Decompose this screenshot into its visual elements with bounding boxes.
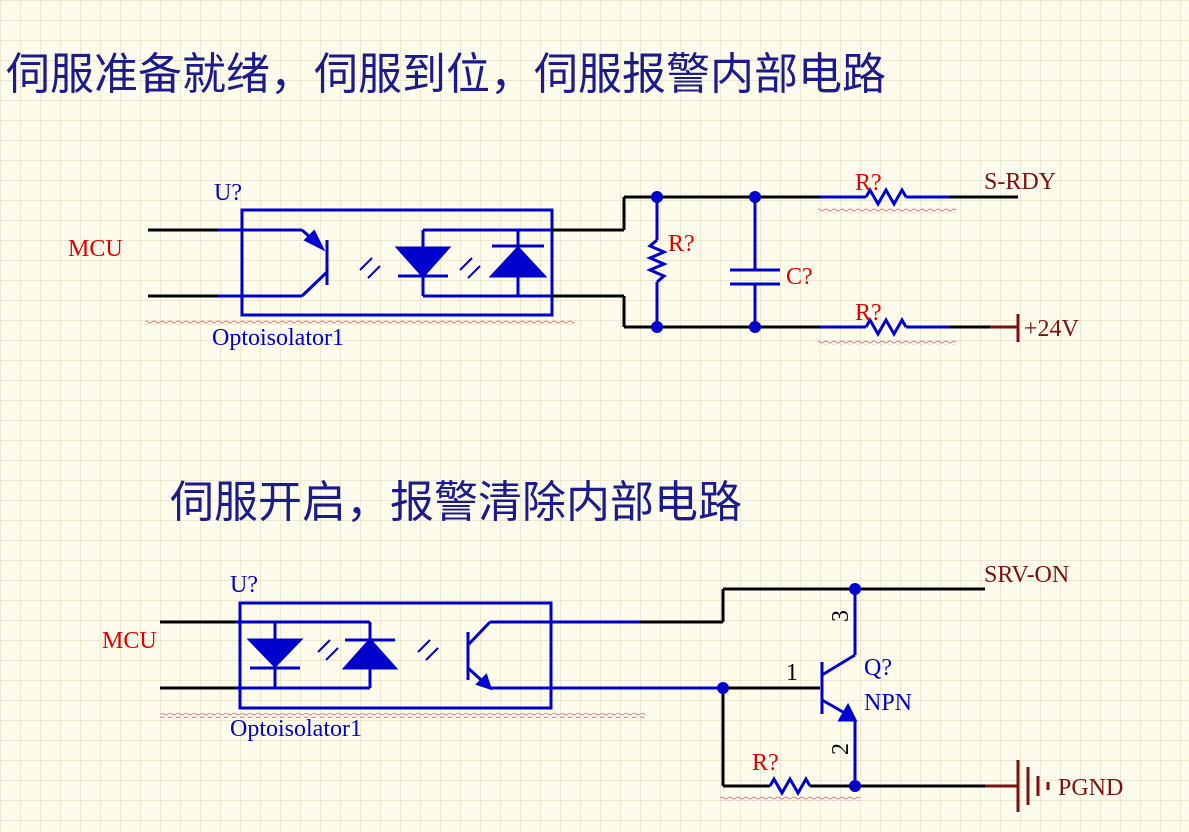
top-heading: 伺服准备就绪，伺服到位，伺服报警内部电路	[6, 49, 886, 100]
bottom-opto-label: Optoisolator1	[230, 716, 362, 742]
top-junctions	[651, 191, 761, 333]
pin-1-label: 1	[786, 660, 798, 686]
bottom-mcu-label: MCU	[102, 628, 157, 654]
optoisolator-top	[240, 208, 554, 317]
net-label-24v: +24V	[1024, 316, 1080, 342]
top-r2-label: R?	[855, 300, 882, 326]
top-circuit	[148, 186, 1020, 342]
net-label-s-rdy: S-RDY	[984, 169, 1056, 195]
top-cap-label: C?	[786, 264, 813, 290]
bottom-circuit	[160, 587, 1050, 812]
transistor-npn-label: NPN	[864, 690, 912, 716]
pin-2-label: 2	[828, 743, 854, 755]
net-label-srv-on: SRV-ON	[984, 562, 1069, 588]
top-u-label: U?	[214, 180, 242, 206]
bottom-r-label: R?	[752, 750, 779, 776]
top-rshunt-label: R?	[668, 231, 695, 257]
bottom-u-label: U?	[230, 572, 258, 598]
transistor-q-label: Q?	[864, 655, 892, 681]
top-r1-label: R?	[855, 170, 882, 196]
net-label-pgnd: PGND	[1058, 775, 1123, 801]
optoisolator-bottom	[238, 601, 553, 710]
pin-3-label: 3	[828, 610, 854, 622]
bottom-junctions	[717, 583, 861, 792]
bottom-heading: 伺服开启，报警清除内部电路	[170, 477, 742, 528]
top-opto-label: Optoisolator1	[212, 325, 344, 351]
top-mcu-label: MCU	[68, 236, 123, 262]
